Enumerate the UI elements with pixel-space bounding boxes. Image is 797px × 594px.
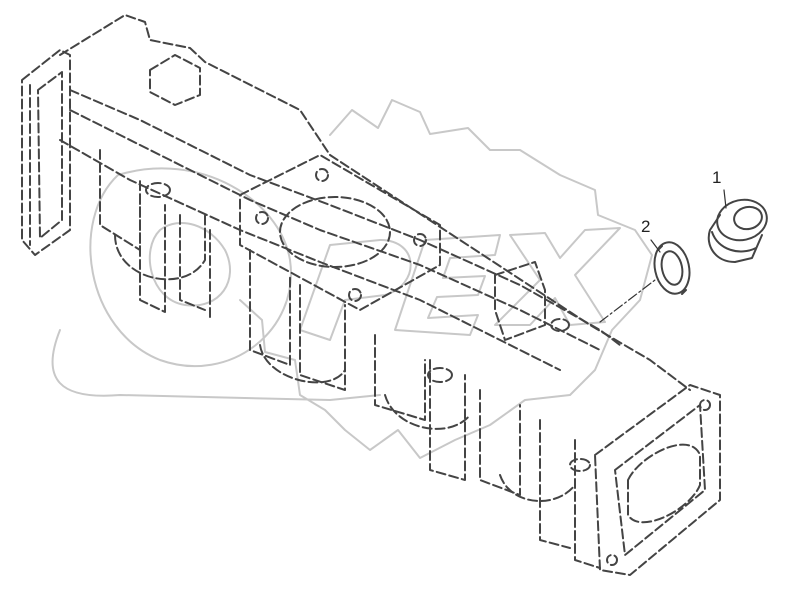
leader-lines xyxy=(599,189,727,323)
center-mounting-flange xyxy=(239,154,441,311)
opex-watermark xyxy=(51,99,653,459)
callout-label-1: 1 xyxy=(712,168,722,187)
right-flange-port xyxy=(627,443,701,524)
watermark-swoosh xyxy=(51,329,381,401)
plug xyxy=(707,198,768,263)
leader-line-2 xyxy=(650,239,661,253)
exhaust-manifold xyxy=(21,14,721,576)
right-end-flange xyxy=(594,384,721,576)
left-end-flange xyxy=(21,49,71,256)
sealing-washer xyxy=(653,241,691,295)
assembly-centerline xyxy=(599,279,656,323)
leader-line-1 xyxy=(723,189,727,209)
runner-pipes xyxy=(99,149,601,569)
watermark-letter-e xyxy=(394,234,501,336)
center-port xyxy=(279,196,391,268)
callout-label-2: 2 xyxy=(641,217,651,236)
port-boss xyxy=(494,261,546,341)
watermark-letter-o xyxy=(89,167,292,368)
watermark-letter-x xyxy=(494,227,621,326)
watermark-gear-outline xyxy=(239,99,653,459)
sensor-boss xyxy=(149,54,201,106)
bolt-bosses xyxy=(145,182,591,472)
